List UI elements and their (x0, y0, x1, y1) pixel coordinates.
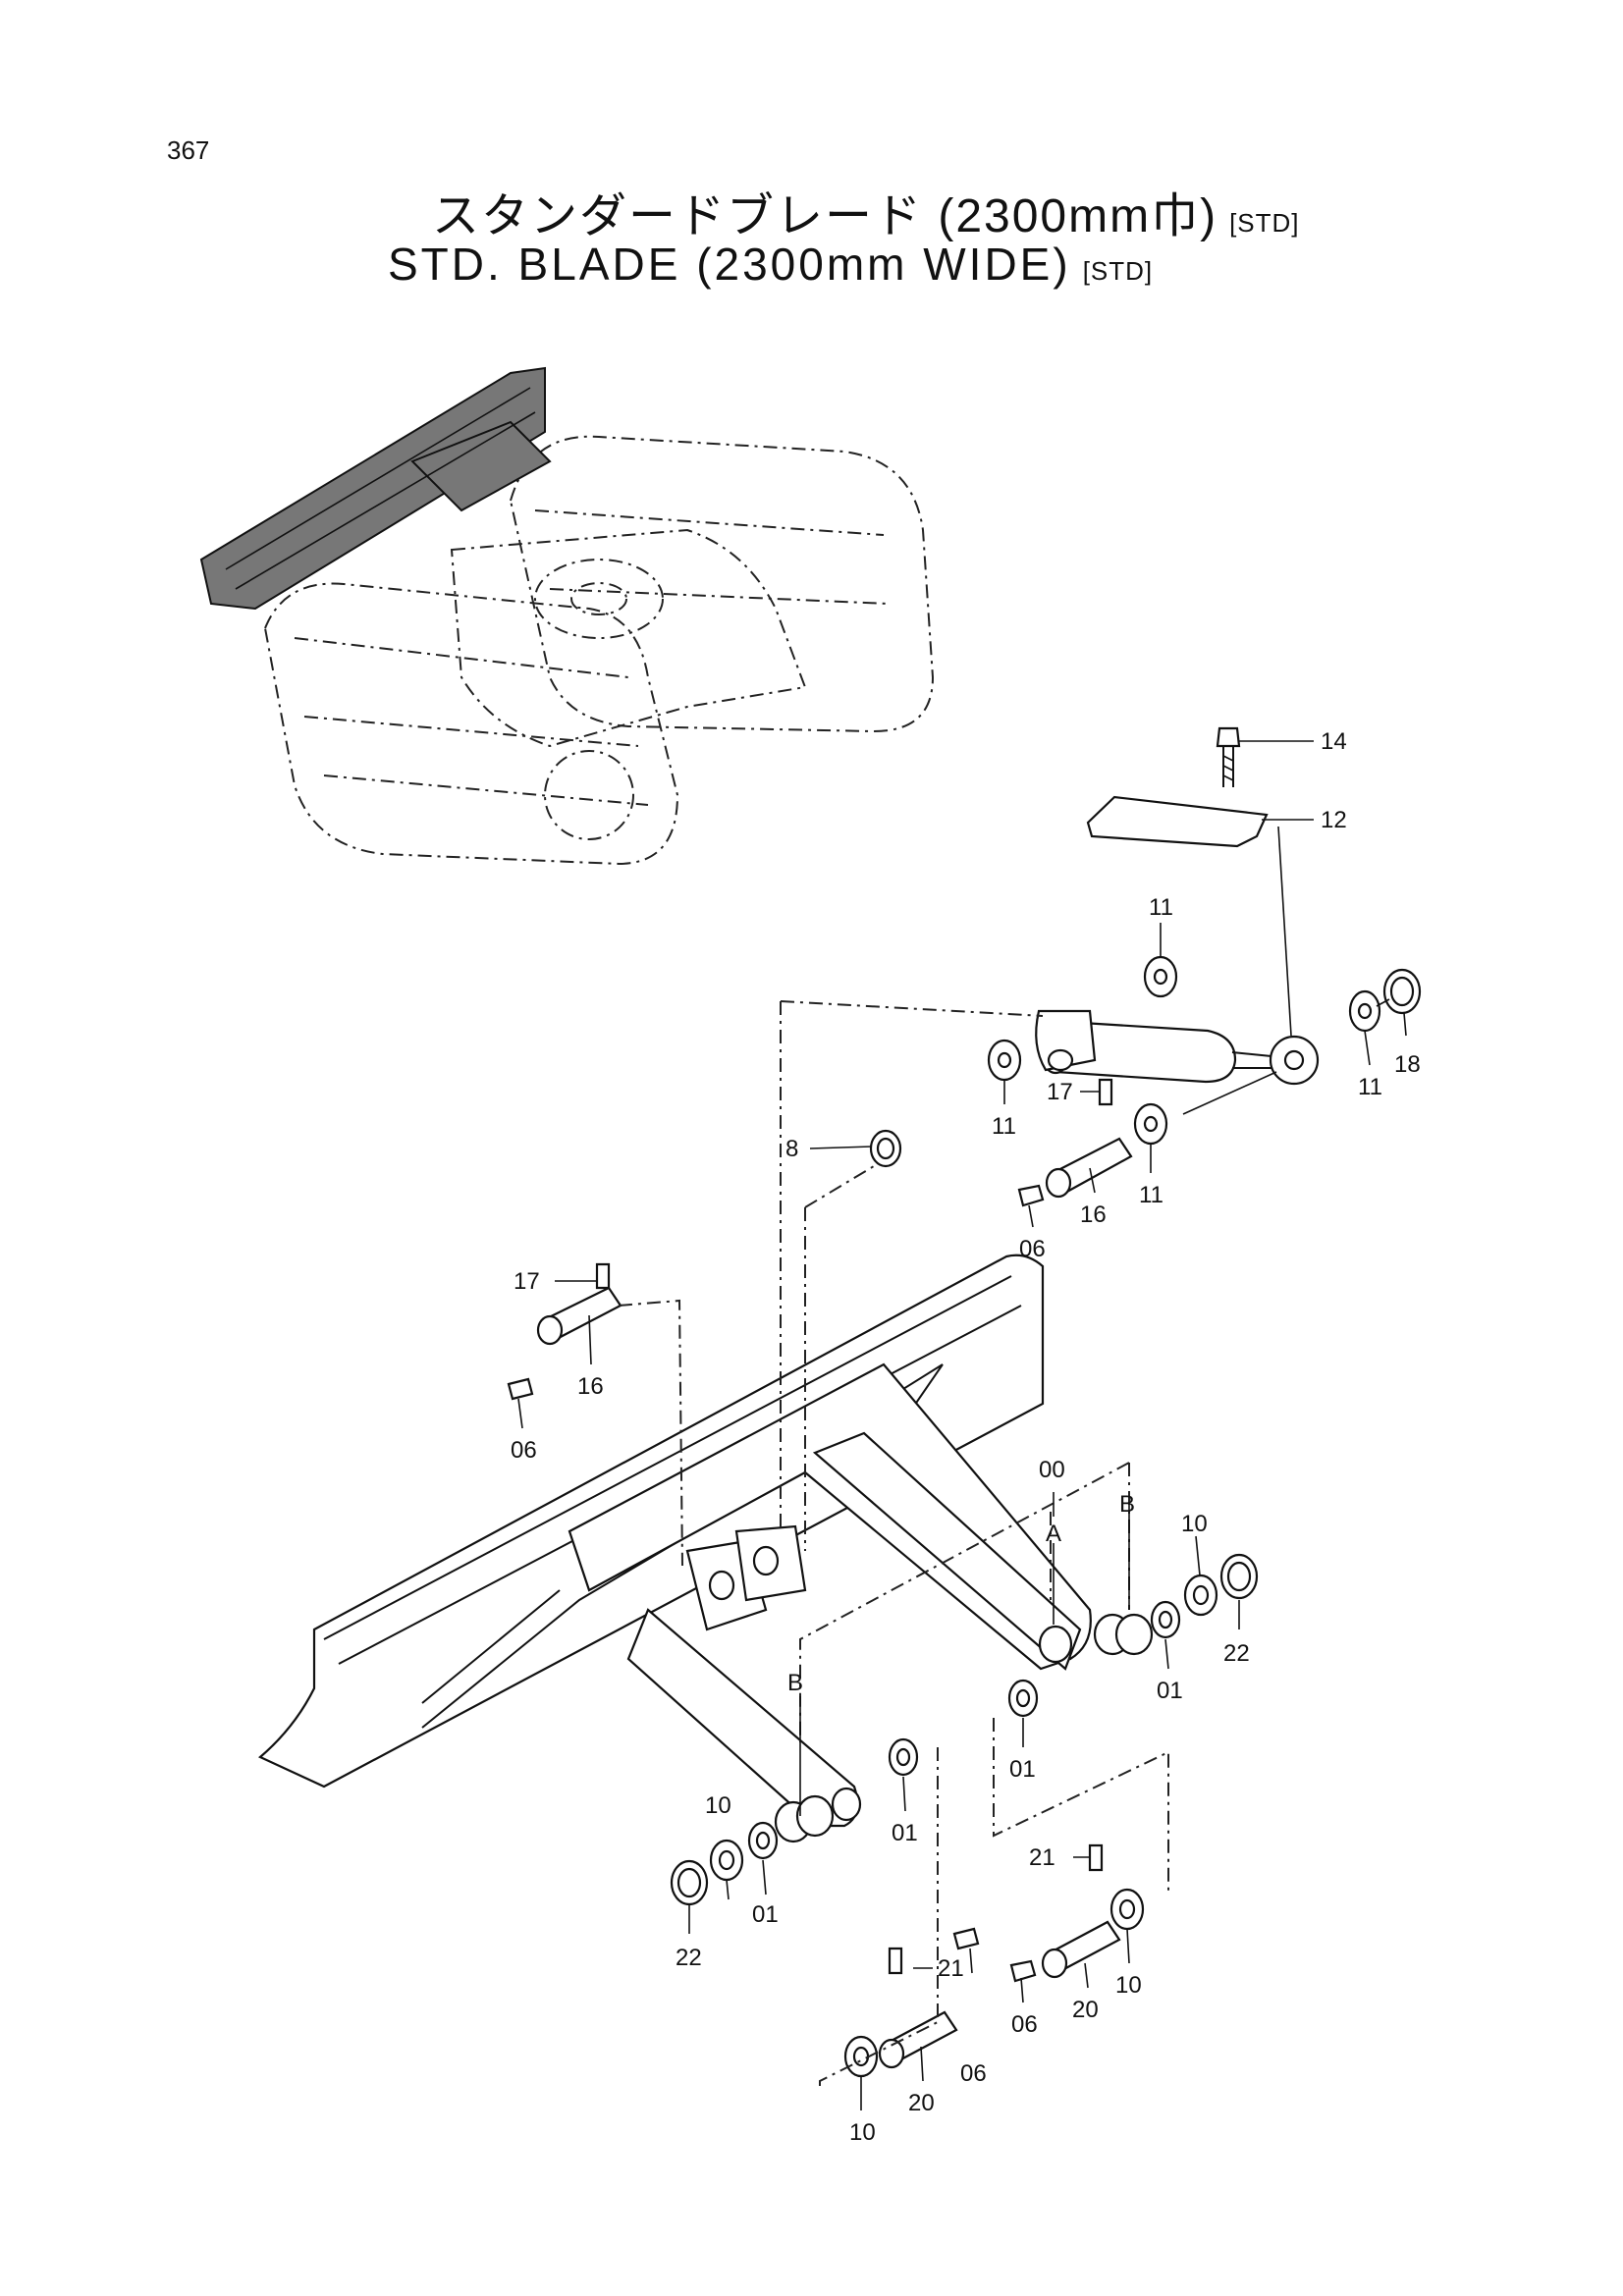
callout-21-right: 21 (1029, 1844, 1055, 1871)
std-tag-en: [STD] (1082, 256, 1154, 286)
callout-11-left: 11 (992, 1113, 1016, 1140)
page-title-english: STD. BLADE (2300mm WIDE) [STD] (388, 238, 1153, 291)
callout-10-bottom-right: 10 (1115, 1972, 1142, 1999)
grease-fitting-icon (507, 1184, 1045, 1983)
callout-22-left: 22 (676, 1945, 702, 1971)
callout-18: 18 (1394, 1051, 1421, 1078)
title-ja-text: スタンダードブレード (2300mm巾) (432, 190, 1218, 242)
excavator-undercarriage-icon (199, 366, 935, 866)
callout-01-right: 01 (1157, 1678, 1183, 1704)
callout-00: 00 (1039, 1457, 1065, 1483)
callout-21-bottom: 21 (938, 1955, 964, 1982)
callout-01-center: 01 (1009, 1756, 1036, 1783)
page-title-japanese: スタンダードブレード (2300mm巾) [STD] (432, 177, 1300, 245)
callout-12: 12 (1321, 807, 1347, 833)
pin-icon (536, 1078, 1133, 1346)
title-en-text: STD. BLADE (2300mm WIDE) (388, 239, 1071, 290)
callout-06-right: 06 (1011, 2011, 1038, 2038)
callout-11-top: 11 (1149, 894, 1173, 921)
callout-B-left: B (787, 1670, 803, 1696)
callout-labels: 14 12 11 11 11 11 18 17 8 06 16 17 06 16… (511, 728, 1421, 2146)
callout-B-right: B (1119, 1491, 1135, 1518)
callout-10-bottom: 10 (849, 2119, 876, 2146)
callout-11-right: 11 (1358, 1074, 1382, 1100)
callout-01-left-upper: 01 (892, 1820, 918, 1846)
leader-lines (517, 740, 1407, 2110)
callout-10-right: 10 (1181, 1511, 1208, 1537)
hydraulic-cylinder-icon (1035, 1009, 1320, 1086)
callout-14: 14 (1321, 728, 1347, 755)
callout-20-bottom: 20 (908, 2090, 935, 2116)
callout-16-left: 16 (577, 1373, 604, 1400)
bushing-icon (869, 1129, 902, 1168)
callout-8: 8 (785, 1136, 798, 1162)
callout-20-right: 20 (1072, 1997, 1099, 2023)
callout-06-bottom: 06 (960, 2060, 987, 2087)
page-number: 367 (167, 135, 210, 165)
washer-icon (670, 1553, 1259, 2078)
callout-11-bottom: 11 (1139, 1182, 1163, 1208)
callout-10-left: 10 (705, 1792, 731, 1819)
dozer-blade-icon (257, 1254, 1092, 1828)
callout-01-left: 01 (752, 1901, 779, 1928)
std-tag-ja: [STD] (1229, 208, 1300, 238)
pin-icon (878, 1843, 1121, 2069)
callout-16-upper: 16 (1080, 1201, 1107, 1228)
washer-icon (987, 955, 1422, 1146)
callout-17-upper: 17 (1047, 1079, 1073, 1105)
callout-06-upper: 06 (1019, 1236, 1046, 1262)
callout-17-left: 17 (514, 1268, 540, 1295)
bolt-icon (1216, 726, 1241, 787)
callout-A: A (1046, 1521, 1061, 1547)
callout-06-left: 06 (511, 1437, 537, 1464)
cover-plate-icon (1086, 795, 1269, 848)
callout-22-right: 22 (1223, 1640, 1250, 1667)
